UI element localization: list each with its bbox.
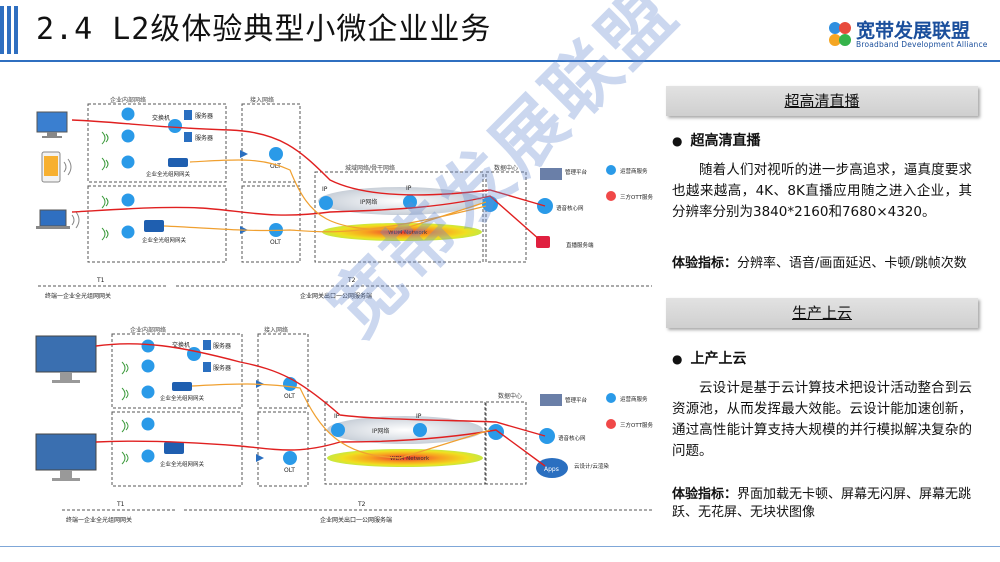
metric-live: 体验指标：分辨率、语音/画面延迟、卡顿/跳帧次数 (672, 255, 972, 273)
label-t1: T1 (116, 501, 125, 508)
label-metro-net: 城域网络/骨干网络 (345, 164, 395, 172)
red-flow-path (71, 195, 541, 241)
metric-text: 界面加载无卡顿、屏幕无闪屏、屏幕无跳跃、无花屏、无块状图像 (672, 487, 972, 520)
bullet-cloud: 上产上云 (672, 348, 746, 368)
logo-emblem-icon (829, 22, 851, 46)
label-gateway-2: 企业全光组网网关 (142, 236, 187, 244)
label-live-server: 直播服务端 (566, 241, 594, 249)
label-enterprise-net: 企业内部网络 (110, 96, 146, 104)
label-olt-2: OLT (270, 239, 281, 246)
footer-divider (0, 546, 1000, 547)
diagram-top: 企业内部网络 接入网络 城域网络/骨干网络 数据中心 交换机 服务器 服务器 企… (36, 96, 653, 300)
page-title: 2.4 L2级体验典型小微企业业务 (36, 12, 492, 47)
legend-ott: 三方OTT服务 (620, 193, 653, 201)
label-ip-net: IP网络 (372, 427, 389, 435)
voice-core-icon (539, 428, 555, 444)
orange-flow-path (191, 383, 491, 459)
label-t1-desc: 终端一企业全光组网网关 (66, 516, 132, 524)
label-ip-1: IP (322, 186, 328, 193)
label-access-net: 接入网络 (264, 326, 288, 334)
red-flow-path (95, 343, 546, 437)
legend-ott-dot (606, 191, 616, 201)
label-gateway-2: 企业全光组网网关 (160, 460, 205, 468)
metric-cloud: 体验指标：界面加载无卡顿、屏幕无闪屏、屏幕无跳跃、无花屏、无块状图像 (672, 486, 972, 522)
paragraph-live: 随着人们对视听的进一步高追求，逼真度要求也越来越高，4K、8K直播应用随之进入企… (672, 162, 972, 220)
label-voice-core: 语音核心网 (558, 434, 586, 442)
label-switch: 交换机 (172, 341, 190, 349)
label-server-2: 服务器 (195, 134, 213, 142)
mgmt-platform-icon (540, 168, 562, 180)
label-t2: T2 (347, 277, 356, 284)
metric-label: 体验指标： (672, 487, 738, 502)
monitor-icon (35, 433, 97, 481)
label-dc: 数据中心 (494, 164, 518, 172)
gateway-icon (144, 220, 164, 232)
label-apps: Apps (544, 466, 559, 473)
laptop-icon (36, 209, 80, 229)
mgmt-platform-icon (540, 394, 562, 406)
legend-ott-dot (606, 419, 616, 429)
label-t2: T2 (357, 501, 366, 508)
label-gateway-1: 企业全光组网网关 (146, 170, 191, 178)
gateway-icon (164, 442, 184, 454)
metric-label: 体验指标： (672, 256, 738, 271)
monitor-icon (35, 335, 97, 383)
label-server-2: 服务器 (213, 364, 231, 372)
phone-icon (41, 151, 72, 183)
label-olt-2: OLT (284, 467, 295, 474)
label-enterprise-net: 企业内部网络 (130, 326, 166, 334)
header-accent-bars (0, 6, 26, 54)
red-flow-path (95, 429, 546, 467)
legend-operator: 运营商服务 (620, 395, 648, 403)
label-switch: 交换机 (152, 114, 170, 122)
label-mgmt: 管理平台 (565, 396, 588, 404)
paragraph-cloud: 云设计是基于云计算技术把设计活动整合到云资源池，从而发挥最大效能。云设计能加速创… (672, 380, 972, 459)
logo-text: 宽带发展联盟 (856, 20, 971, 42)
legend-operator-dot (606, 393, 616, 403)
label-t2-desc: 企业网关出口一公网服务端 (300, 292, 372, 300)
legend-ott: 三方OTT服务 (620, 421, 653, 429)
metric-text: 分辨率、语音/画面延迟、卡顿/跳帧次数 (737, 256, 967, 271)
section-header-live: 超高清直播 (666, 86, 978, 116)
label-wdm: WDM Network (390, 456, 430, 462)
label-dc: 数据中心 (498, 392, 522, 400)
gateway-icon (168, 158, 188, 167)
label-ip-net: IP网络 (360, 198, 377, 206)
label-t1: T1 (96, 277, 105, 284)
label-access-net: 接入网络 (250, 96, 274, 104)
monitor-icon (36, 111, 68, 138)
legend-operator: 运营商服务 (620, 167, 648, 175)
diagram-bottom: 企业内部网络 接入网络 数据中心 交换机 服务器 服务器 企业全光组网网关 企业… (35, 326, 653, 524)
label-t1-desc: 终端一企业全光组网网关 (45, 292, 111, 300)
label-olt-1: OLT (284, 393, 295, 400)
apps-cloud-icon (536, 458, 568, 478)
label-server-1: 服务器 (213, 342, 231, 350)
logo-subtext: Broadband Development Alliance (856, 40, 988, 49)
label-server-1: 服务器 (195, 112, 213, 120)
label-t2-desc: 企业网关出口一公网服务端 (320, 516, 392, 524)
gateway-icon (172, 382, 192, 391)
label-ip-2: IP (416, 413, 422, 420)
label-ip-1: IP (334, 413, 340, 420)
orange-flow-path (163, 205, 487, 233)
label-gateway-1: 企业全光组网网关 (160, 394, 205, 402)
label-wdm: WDM Network (388, 230, 428, 236)
alliance-logo: 宽带发展联盟 Broadband Development Alliance (826, 14, 996, 54)
orange-flow-path (189, 159, 487, 231)
label-voice-core: 语音核心网 (556, 204, 584, 212)
red-flow-path (71, 119, 546, 207)
label-cloud: 云设计/云渲染 (574, 462, 609, 470)
label-olt-1: OLT (270, 163, 281, 170)
network-diagram: 企业内部网络 接入网络 城域网络/骨干网络 数据中心 交换机 服务器 服务器 企… (0, 70, 660, 546)
label-ip-2: IP (406, 185, 412, 192)
section-header-cloud: 生产上云 (666, 298, 978, 328)
header-divider (0, 60, 1000, 62)
label-mgmt: 管理平台 (565, 168, 588, 176)
legend-operator-dot (606, 165, 616, 175)
bullet-live: 超高清直播 (672, 130, 760, 150)
